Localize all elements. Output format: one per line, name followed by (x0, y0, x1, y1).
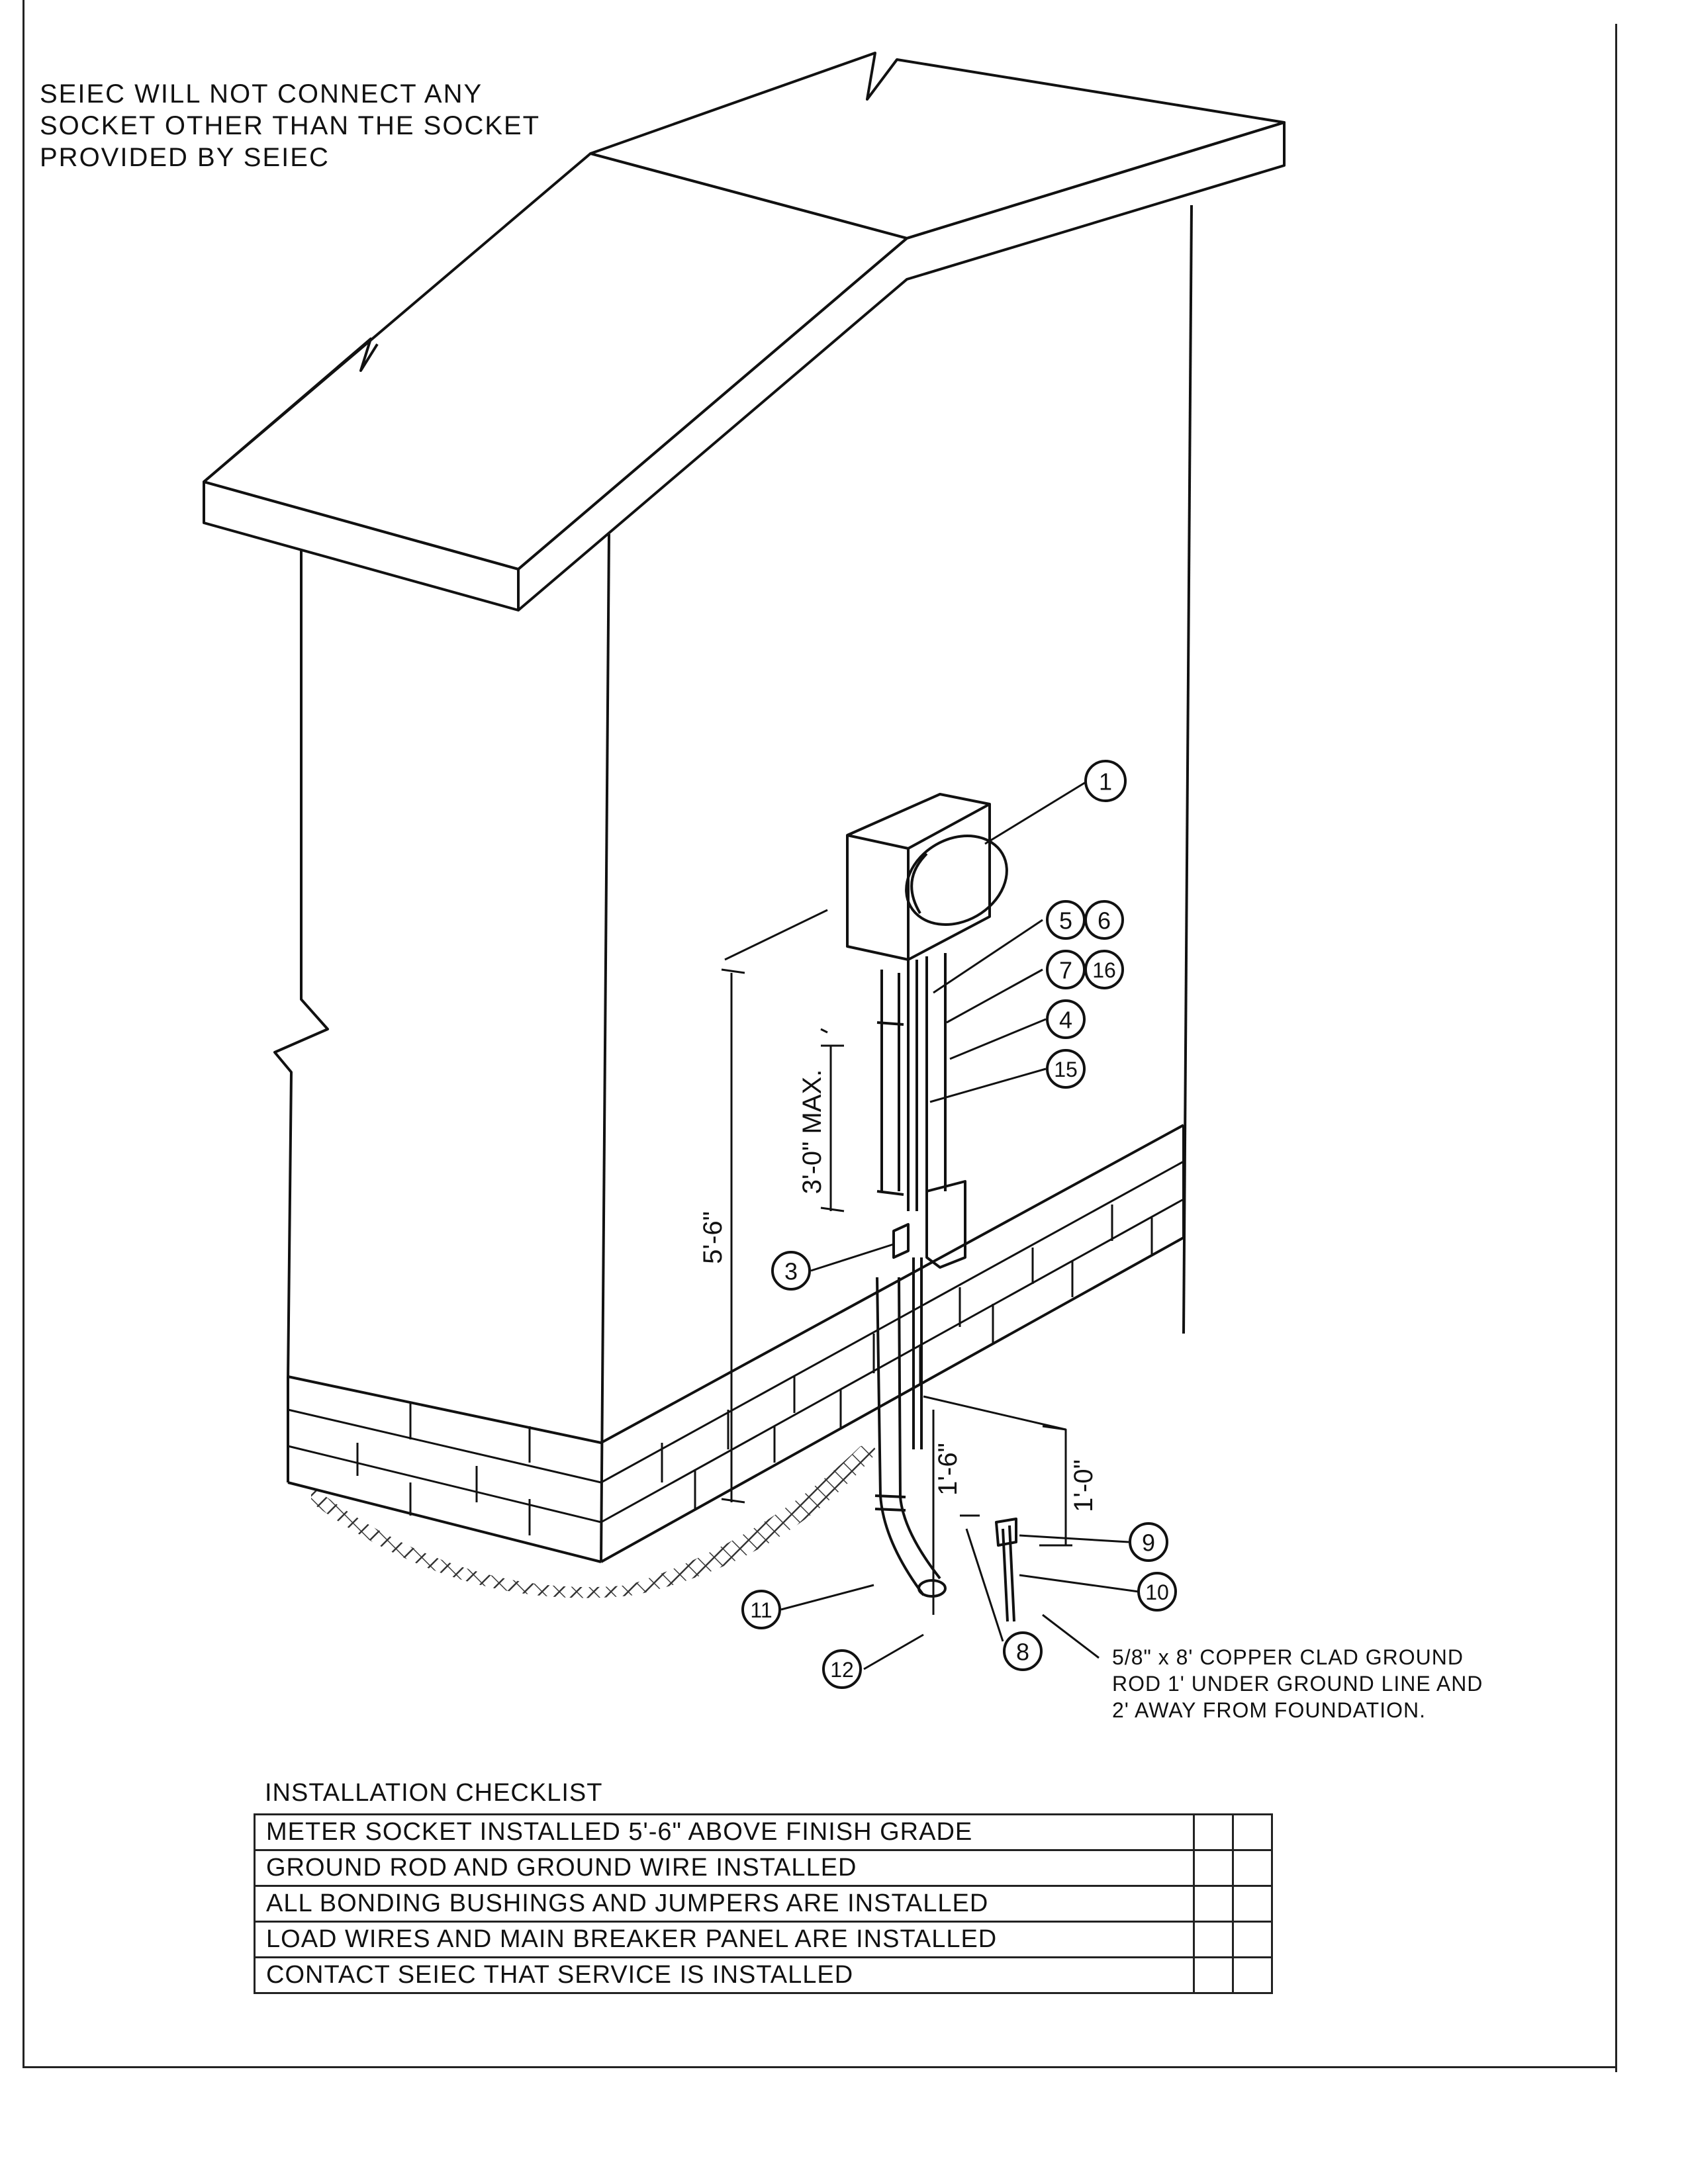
callout-11-label: 11 (750, 1598, 772, 1622)
leader-5 (933, 919, 1043, 994)
callout-1-label: 1 (1099, 768, 1112, 796)
callout-5-label: 5 (1059, 907, 1072, 934)
checklist-checkbox[interactable] (1193, 1813, 1234, 1851)
leader-8 (965, 1528, 1004, 1642)
ground-hatch (311, 1445, 876, 1598)
checklist-row: LOAD WIRES AND MAIN BREAKER PANEL ARE IN… (254, 1921, 1273, 1958)
callout-10-label: 10 (1145, 1580, 1169, 1604)
leader-11 (780, 1584, 874, 1611)
callout-9-label: 9 (1142, 1529, 1155, 1557)
roof-left-break (203, 338, 379, 483)
leader-12 (863, 1633, 924, 1670)
lb-fitting (925, 1180, 966, 1269)
checklist-checkbox[interactable] (1232, 1849, 1273, 1887)
checklist-checkbox[interactable] (1193, 1885, 1234, 1923)
callout-16-label: 16 (1092, 958, 1116, 982)
checklist-checkbox[interactable] (1232, 1885, 1273, 1923)
checklist-checkbox[interactable] (1193, 1956, 1234, 1994)
checklist-checkbox[interactable] (1193, 1849, 1234, 1887)
connection-note: SEIEC WILL NOT CONNECT ANY SOCKET OTHER … (40, 79, 541, 172)
foundation-bottom-right (600, 1236, 1184, 1563)
callout-3-circle (771, 1251, 811, 1291)
wall-left-edge (273, 549, 329, 1381)
leader-7 (946, 968, 1043, 1024)
brick-lines (287, 1160, 1184, 1535)
leader-10 (1019, 1574, 1139, 1593)
conduit-coupling (874, 1494, 906, 1512)
dim-rod-depth-label: 1'-6" (933, 1443, 962, 1496)
leader-ground-note (1042, 1614, 1100, 1659)
callout-4-circle (1046, 999, 1086, 1039)
callout-15-label: 15 (1054, 1058, 1078, 1081)
checklist-checkbox[interactable] (1232, 1813, 1273, 1851)
dim-rod-depth (923, 1395, 1066, 1615)
callout-16-circle (1084, 950, 1124, 989)
frame-left-border (23, 0, 24, 2068)
callout-3-label: 3 (784, 1258, 798, 1285)
checklist-row: METER SOCKET INSTALLED 5'-6" ABOVE FINIS… (254, 1813, 1273, 1851)
checklist-item: METER SOCKET INSTALLED 5'-6" ABOVE FINIS… (254, 1813, 1195, 1851)
checklist-row: CONTACT SEIEC THAT SERVICE IS INSTALLED (254, 1956, 1273, 1994)
checklist-title: INSTALLATION CHECKLIST (265, 1779, 603, 1807)
checklist-checkbox[interactable] (1193, 1921, 1234, 1958)
checklist-row: ALL BONDING BUSHINGS AND JUMPERS ARE INS… (254, 1885, 1273, 1923)
bushing-3 (892, 1223, 910, 1259)
roof-top-right (589, 52, 1286, 240)
callout-8-circle (1003, 1631, 1043, 1671)
leader-15 (929, 1068, 1047, 1103)
checklist-checkbox[interactable] (1232, 1956, 1273, 1994)
callout-11-circle (741, 1590, 781, 1629)
foundation-bottom-left (287, 1481, 602, 1563)
frame-right-border (1615, 24, 1617, 2072)
dim-rod-offset-label: 1'-0" (1069, 1459, 1098, 1512)
checklist-item: LOAD WIRES AND MAIN BREAKER PANEL ARE IN… (254, 1921, 1195, 1958)
roof-top-left (203, 152, 908, 570)
callout-15-circle (1046, 1049, 1086, 1089)
dim-rod-offset (1039, 1425, 1072, 1547)
dim-meter-height-label: 5'-6" (698, 1211, 727, 1264)
ground-wire-down (912, 1257, 923, 1449)
callout-6-circle (1084, 900, 1124, 940)
underground-conduit (876, 1277, 941, 1596)
checklist-item: GROUND ROD AND GROUND WIRE INSTALLED (254, 1849, 1195, 1887)
frame-bottom-border (23, 2066, 1617, 2068)
callout-8-label: 8 (1016, 1639, 1029, 1666)
callout-12-circle (822, 1649, 862, 1689)
dim-meter-height (721, 909, 828, 1504)
callout-12-label: 12 (830, 1658, 854, 1682)
conduit-left (876, 970, 904, 1196)
ground-clamp (995, 1518, 1017, 1547)
checklist-row: GROUND ROD AND GROUND WIRE INSTALLED (254, 1849, 1273, 1887)
dim-max-label: 3'-0" MAX. (798, 1069, 827, 1195)
roof-right-edge (517, 121, 1286, 612)
callout-1-circle (1084, 760, 1127, 802)
checklist-item: ALL BONDING BUSHINGS AND JUMPERS ARE INS… (254, 1885, 1195, 1923)
leader-9 (1019, 1534, 1129, 1543)
roof-front-edge (203, 480, 520, 612)
callout-4-label: 4 (1059, 1007, 1072, 1034)
callout-6-label: 6 (1098, 907, 1111, 934)
callout-10-circle (1137, 1572, 1177, 1612)
conduit-right (925, 953, 947, 1191)
foundation-top-left (287, 1375, 602, 1444)
callout-9-circle (1129, 1522, 1168, 1562)
callout-7-label: 7 (1059, 957, 1072, 984)
installation-checklist: METER SOCKET INSTALLED 5'-6" ABOVE FINIS… (254, 1813, 1273, 1994)
dim-max (820, 1028, 845, 1212)
wall-corner (600, 533, 610, 1563)
leader-1 (984, 781, 1086, 845)
ground-rod-note: 5/8" x 8' COPPER CLAD GROUND ROD 1' UNDE… (1112, 1645, 1483, 1722)
leader-4 (949, 1018, 1047, 1060)
checklist-item: CONTACT SEIEC THAT SERVICE IS INSTALLED (254, 1956, 1195, 1994)
meter-box (846, 793, 991, 961)
meter-glass-rim (910, 852, 928, 915)
meter-glass (905, 835, 1008, 926)
leader-3 (810, 1243, 894, 1272)
ground-rod (1002, 1525, 1015, 1622)
foundation-top-right (600, 1124, 1184, 1444)
checklist-checkbox[interactable] (1232, 1921, 1273, 1958)
conduit-end (917, 1579, 947, 1598)
